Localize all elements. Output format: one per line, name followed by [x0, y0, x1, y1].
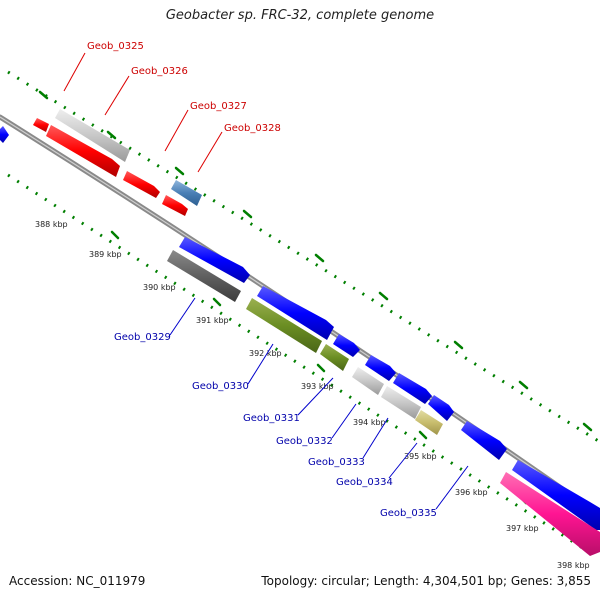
gene-label-geob-0326[interactable]: Geob_0326	[131, 66, 188, 77]
kbp-tick-392: 392 kbp	[249, 349, 282, 358]
kbp-tick-394: 394 kbp	[353, 418, 386, 427]
gc-skew-dashes	[38, 90, 593, 505]
gene-arrow-geob-0334[interactable]	[428, 395, 454, 421]
gene-arrow-geob-0331[interactable]	[333, 334, 360, 357]
gene-arrow-geob-0335[interactable]	[461, 421, 507, 460]
kbp-tick-393: 393 kbp	[301, 382, 334, 391]
gene-block-khaki[interactable]	[415, 410, 443, 435]
gene-block-gray-2[interactable]	[352, 367, 384, 395]
gene-label-geob-0330[interactable]: Geob_0330	[192, 381, 249, 392]
gene-arrow-minus-2[interactable]	[512, 460, 600, 530]
kbp-tick-390: 390 kbp	[143, 283, 176, 292]
kbp-tick-389: 389 kbp	[89, 250, 122, 259]
kbp-tick-396: 396 kbp	[455, 488, 488, 497]
gene-label-geob-0325[interactable]: Geob_0325	[87, 41, 144, 52]
gene-arrow-geob-0328[interactable]	[162, 195, 188, 216]
gene-block-steel[interactable]	[171, 180, 202, 206]
map-title: Geobacter sp. FRC-32, complete genome	[165, 8, 435, 23]
gene-arrow-geob-0329[interactable]	[179, 237, 250, 283]
gene-label-geob-0327[interactable]: Geob_0327	[190, 101, 247, 112]
gene-label-geob-0334[interactable]: Geob_0334	[336, 477, 393, 488]
gene-label-geob-0335[interactable]: Geob_0335	[380, 508, 437, 519]
gene-arrow-geob-0333[interactable]	[393, 373, 432, 404]
summary-text: Topology: circular; Length: 4,304,501 bp…	[261, 574, 591, 588]
kbp-tick-391: 391 kbp	[196, 316, 229, 325]
gene-label-geob-0328[interactable]: Geob_0328	[224, 123, 281, 134]
gene-label-geob-0332[interactable]: Geob_0332	[276, 436, 333, 447]
gene-block-olive-1[interactable]	[246, 298, 322, 353]
gene-label-geob-0331[interactable]: Geob_0331	[243, 413, 300, 424]
gene-block-pink[interactable]	[500, 472, 600, 556]
gene-arrow-geob-0326[interactable]	[46, 125, 120, 177]
gene-block-dark[interactable]	[167, 250, 241, 302]
kbp-tick-397: 397 kbp	[506, 524, 539, 533]
plus-strand-labels: Geob_0325 Geob_0326 Geob_0327 Geob_0328	[63, 41, 281, 173]
kbp-tick-388: 388 kbp	[35, 220, 68, 229]
kbp-tick-395: 395 kbp	[404, 452, 437, 461]
gene-arrow-geob-0325[interactable]	[33, 118, 49, 132]
gene-arrow-geob-0327[interactable]	[123, 171, 160, 198]
accession-text: Accession: NC_011979	[9, 574, 146, 588]
gene-block-olive-2[interactable]	[320, 344, 349, 371]
gene-label-geob-0333[interactable]: Geob_0333	[308, 457, 365, 468]
gene-block-gray-1[interactable]	[55, 109, 130, 162]
gene-block-gray-3[interactable]	[381, 386, 421, 419]
gene-arrow-geob-0332[interactable]	[365, 355, 396, 381]
kbp-tick-398: 398 kbp	[557, 561, 590, 570]
minus-strand-labels: Geob_0329 Geob_0330 Geob_0331 Geob_0332 …	[114, 297, 469, 519]
kbp-tick-labels: 388 kbp 389 kbp 390 kbp 391 kbp 392 kbp …	[35, 220, 590, 570]
gc-track-inner	[7, 173, 599, 560]
gene-arrow-minus-1[interactable]	[0, 126, 9, 143]
gene-arrow-geob-0330[interactable]	[257, 286, 334, 340]
gene-label-geob-0329[interactable]: Geob_0329	[114, 332, 171, 343]
